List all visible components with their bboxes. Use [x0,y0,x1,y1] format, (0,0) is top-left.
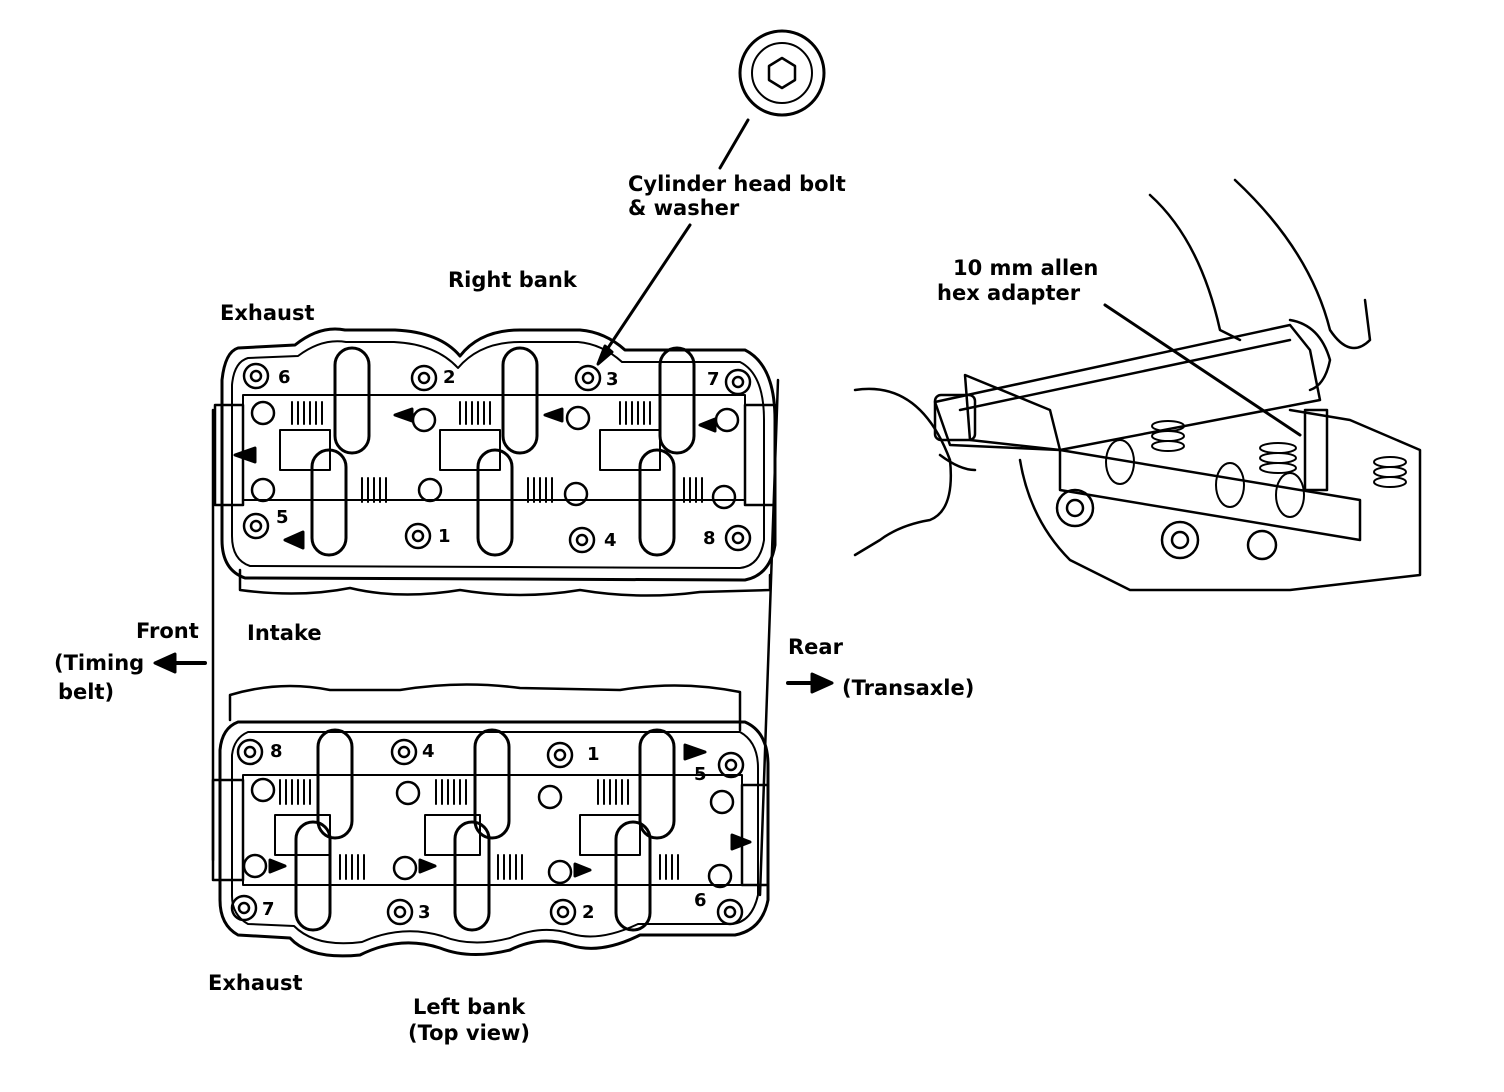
left-bank-label: Left bank [413,995,526,1019]
exhaust-top-label: Exhaust [220,301,315,325]
adapter-label-line2: hex adapter [937,281,1081,305]
left-bolt-number: 7 [262,899,275,920]
arrow-right-icon [786,672,834,694]
right-bolt-number: 8 [703,528,716,549]
transaxle-label: (Transaxle) [842,676,975,700]
left-bolt-number: 4 [422,741,435,762]
right-bank-label: Right bank [448,268,577,292]
left-bolt-number: 1 [587,744,600,765]
arrow-left-icon [153,652,207,674]
top-view-label: (Top view) [408,1021,531,1045]
right-bolt-number: 2 [443,367,456,388]
rear-label: Rear [788,635,843,659]
right-bolt-number: 1 [438,526,451,547]
right-bolt-number: 3 [606,369,619,390]
left-bolt-number: 2 [582,902,595,923]
front-label: Front [136,619,199,643]
left-bolt-number: 6 [694,890,707,911]
hex-bolt-icon [738,29,826,117]
wrench-illustration [853,178,1422,592]
intake-label: Intake [247,621,322,645]
left-bolt-number: 5 [694,764,707,785]
right-bolt-number: 7 [707,369,720,390]
right-bolt-number: 6 [278,367,291,388]
timing-label-line2: belt) [58,680,115,704]
left-bank-head [211,683,770,958]
left-bolt-number: 3 [418,902,431,923]
right-bolt-number: 5 [276,507,289,528]
bolt-title-line2: & washer [628,196,740,220]
timing-label-line1: (Timing [54,651,145,675]
right-bolt-number: 4 [604,530,617,551]
exhaust-bottom-label: Exhaust [208,971,303,995]
left-bolt-number: 8 [270,741,283,762]
adapter-label-line1: 10 mm allen [953,256,1099,280]
right-bank-head [213,327,777,597]
bolt-title-line1: Cylinder head bolt [628,172,846,196]
